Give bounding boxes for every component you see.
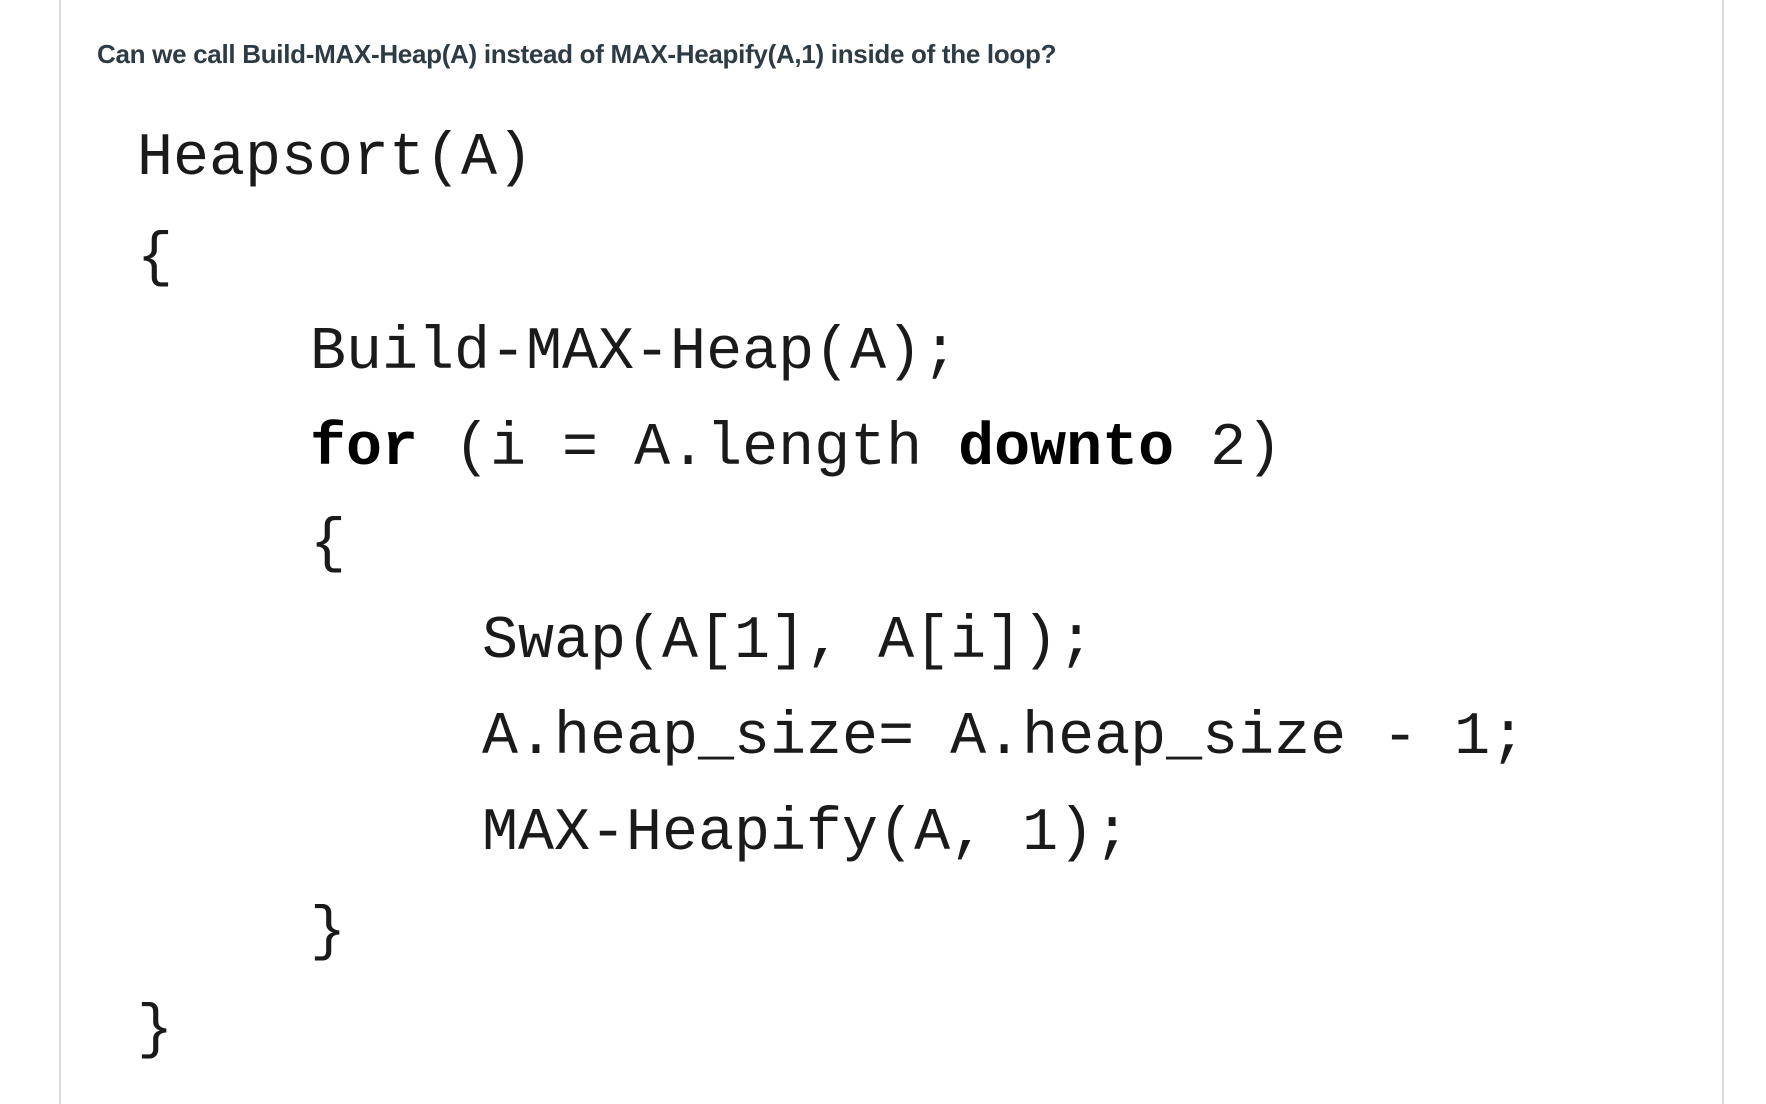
question-card xyxy=(59,0,1724,1104)
code-line-swap: Swap(A[1], A[i]); xyxy=(482,608,1095,676)
code-line-open-brace: { xyxy=(137,225,174,293)
code-line-for-loop: for (i = A.length downto 2) xyxy=(310,414,1282,484)
code-line-close-brace: } xyxy=(137,997,174,1065)
keyword-for: for xyxy=(310,415,419,483)
code-line-heapsort: Heapsort(A) xyxy=(137,125,534,193)
for-loop-condition: (i = A.length xyxy=(418,415,959,483)
code-block: Heapsort(A) { Build-MAX-Heap(A); for (i … xyxy=(0,0,1526,1065)
code-line-build-heap: Build-MAX-Heap(A); xyxy=(310,319,959,387)
keyword-downto: downto xyxy=(958,415,1175,483)
code-line-loop-close-brace: } xyxy=(310,899,347,967)
code-line-loop-open-brace: { xyxy=(310,511,347,579)
question-text: Can we call Build-MAX-Heap(A) instead of… xyxy=(97,39,1057,69)
code-line-max-heapify: MAX-Heapify(A, 1); xyxy=(482,800,1131,868)
for-loop-end: 2) xyxy=(1174,415,1283,483)
code-line-heap-size: A.heap_size= A.heap_size - 1; xyxy=(482,704,1527,772)
